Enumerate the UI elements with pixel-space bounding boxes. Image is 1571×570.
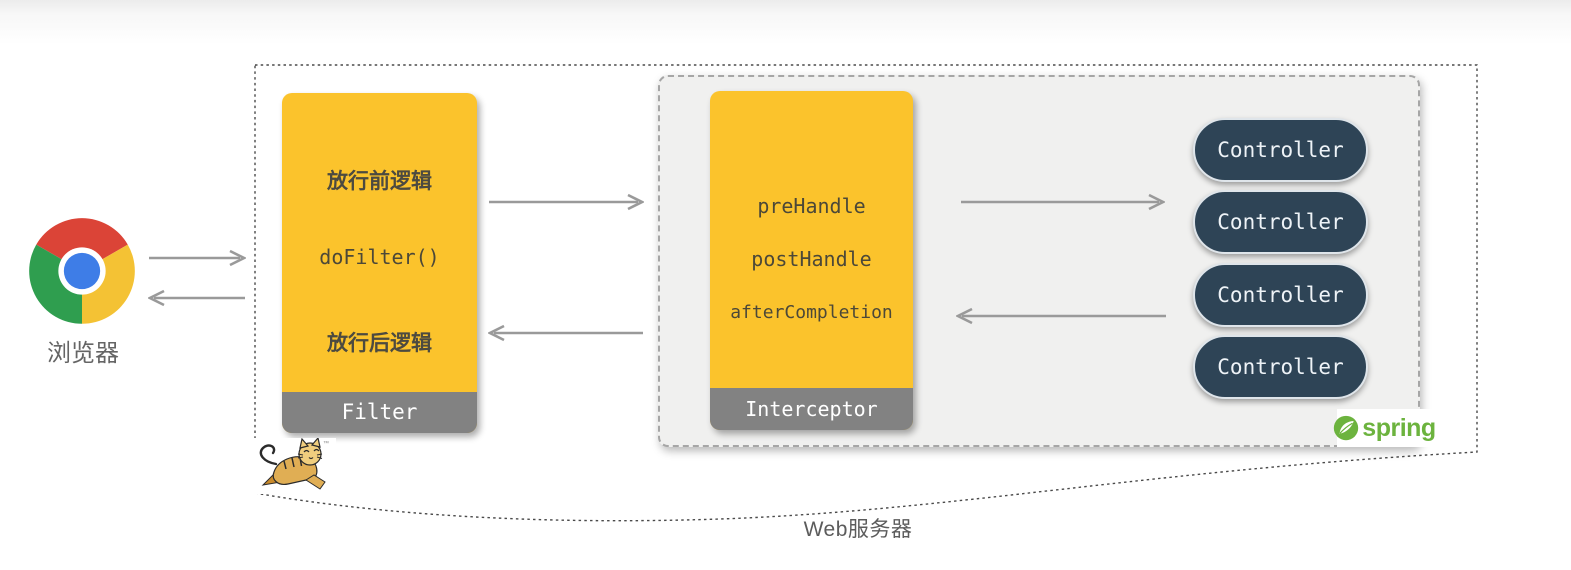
filter-pre-logic-label: 放行前逻辑 xyxy=(327,170,432,193)
spring-leaf-icon xyxy=(1333,415,1359,441)
response-arrow-interceptor-to-filter xyxy=(488,323,644,343)
chrome-icon xyxy=(27,216,137,326)
interceptor-box: preHandle postHandle afterCompletion Int… xyxy=(710,91,913,430)
browser-label: 浏览器 xyxy=(47,340,119,367)
controller-pill-4: Controller xyxy=(1193,335,1368,399)
svg-text:™: ™ xyxy=(323,440,329,447)
response-arrow-filter-to-browser xyxy=(148,288,246,308)
spring-logo: spring xyxy=(1334,409,1436,447)
interceptor-title: Interceptor xyxy=(710,388,913,430)
response-arrow-controller-to-interceptor xyxy=(956,306,1167,326)
controller-pill-1: Controller xyxy=(1193,118,1368,182)
filter-box: 放行前逻辑 doFilter() 放行后逻辑 Filter xyxy=(282,93,477,433)
filter-title: Filter xyxy=(282,392,477,433)
request-arrow-filter-to-interceptor xyxy=(488,192,644,212)
filter-dofilter-label: doFilter() xyxy=(319,245,440,269)
interceptor-aftercompletion-label: afterCompletion xyxy=(730,302,893,323)
tomcat-icon: ™ xyxy=(254,438,336,494)
controller-pill-3: Controller xyxy=(1193,263,1368,327)
interceptor-posthandle-label: postHandle xyxy=(751,247,872,271)
interceptor-prehandle-label: preHandle xyxy=(757,194,866,218)
request-arrow-browser-to-filter xyxy=(148,248,246,268)
spring-logo-label: spring xyxy=(1362,413,1436,442)
request-arrow-interceptor-to-controller xyxy=(960,192,1165,212)
filter-post-logic-label: 放行后逻辑 xyxy=(327,332,432,355)
controller-pill-2: Controller xyxy=(1193,190,1368,254)
server-label: Web服务器 xyxy=(803,518,913,541)
